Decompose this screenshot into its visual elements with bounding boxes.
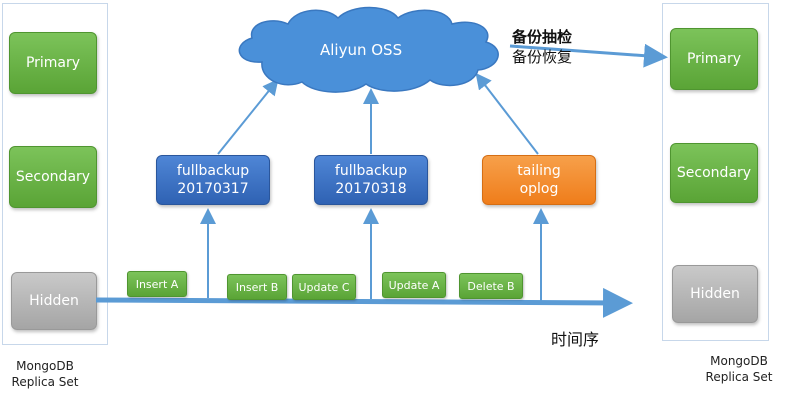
right-replica-set-caption: MongoDB Replica Set <box>694 353 784 385</box>
oss-cloud-label: Aliyun OSS <box>320 41 403 59</box>
timeline-arrow <box>95 287 633 318</box>
fullbackup-20170317-box[interactable]: fullbackup 20170317 <box>156 155 270 205</box>
left-secondary-node[interactable]: Secondary <box>9 146 97 208</box>
tailing-oplog-box[interactable]: tailing oplog <box>482 155 596 205</box>
timeline-label: 时间序 <box>551 330 600 349</box>
op-update-a[interactable]: Update A <box>382 272 446 298</box>
left-primary-node[interactable]: Primary <box>9 32 97 94</box>
right-hidden-node[interactable]: Hidden <box>672 265 758 323</box>
right-secondary-node[interactable]: Secondary <box>670 143 758 203</box>
tailing-line1: tailing <box>517 163 561 179</box>
right-caption-line2: Replica Set <box>705 370 773 384</box>
left-caption-line2: Replica Set <box>11 375 79 389</box>
oss-cloud-shape <box>238 6 499 93</box>
left-caption-line1: MongoDB <box>16 359 74 373</box>
op-update-c[interactable]: Update C <box>292 274 356 300</box>
left-replica-set-caption: MongoDB Replica Set <box>0 358 90 390</box>
op-insert-b[interactable]: Insert B <box>227 274 287 300</box>
arrow-backup-1-to-oss <box>217 78 279 155</box>
op-insert-a[interactable]: Insert A <box>127 271 187 297</box>
restore-check-label: 备份抽检 <box>512 28 573 46</box>
backup-2-line2: 20170318 <box>335 181 407 197</box>
tailing-line2: oplog <box>519 181 559 197</box>
restore-recover-label: 备份恢复 <box>512 48 573 66</box>
backup-1-line2: 20170317 <box>177 181 249 197</box>
arrow-tailing-to-oss <box>475 72 539 155</box>
arrow-oss-to-right-primary <box>509 43 668 68</box>
backup-1-line1: fullbackup <box>176 163 250 179</box>
fullbackup-20170318-box[interactable]: fullbackup 20170318 <box>314 155 428 205</box>
left-hidden-node[interactable]: Hidden <box>11 272 97 330</box>
backup-2-line1: fullbackup <box>334 163 408 179</box>
right-caption-line1: MongoDB <box>710 354 768 368</box>
op-delete-b[interactable]: Delete B <box>459 273 523 299</box>
right-primary-node[interactable]: Primary <box>670 28 758 90</box>
